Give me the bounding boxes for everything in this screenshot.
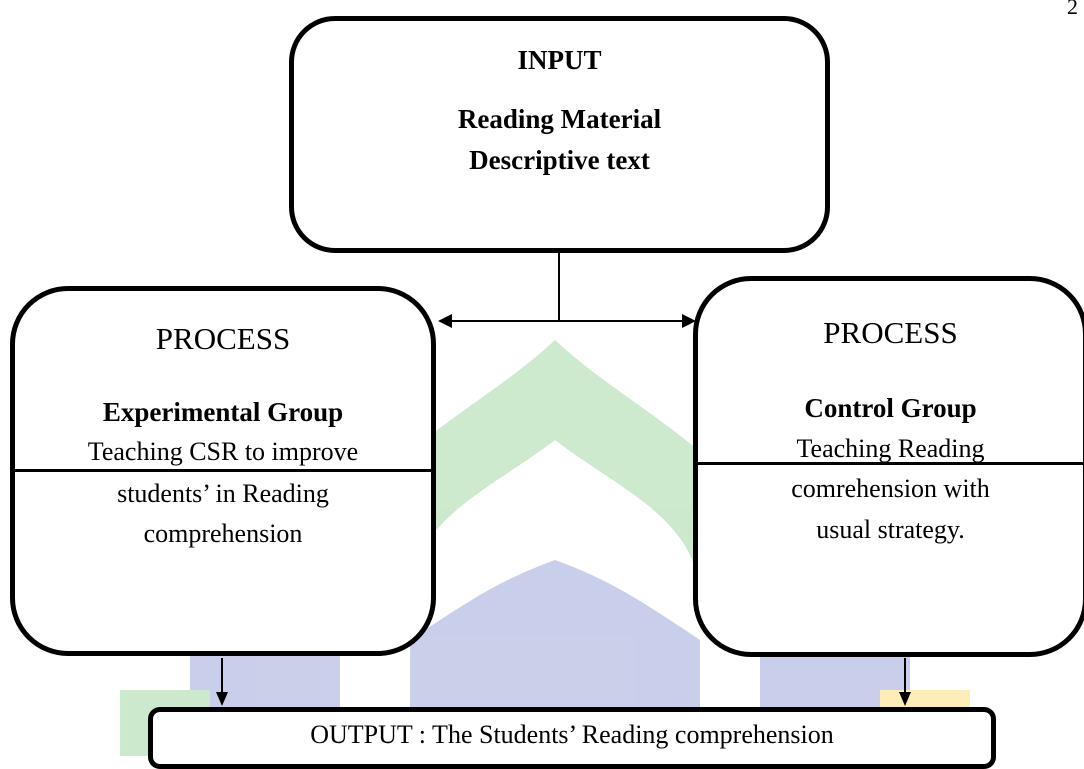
experimental-group-heading: Experimental Group <box>102 397 344 427</box>
arrowhead-down-right <box>899 692 911 706</box>
process-experimental-title: PROCESS <box>155 321 291 356</box>
control-desc-line-1: Teaching Reading <box>796 434 985 463</box>
arrowhead-down-left <box>216 692 228 706</box>
experimental-desc-line-1: Teaching CSR to improve <box>87 437 359 466</box>
output-box: OUTPUT : The Students’ Reading comprehen… <box>148 707 996 769</box>
output-label: OUTPUT : The Students’ Reading comprehen… <box>310 720 834 749</box>
control-group-heading: Control Group <box>804 393 977 423</box>
arrowhead-left <box>438 314 452 328</box>
experimental-divider-line <box>10 469 436 472</box>
experimental-desc-line-3: comprehension <box>143 519 303 548</box>
control-desc-line-3: usual strategy. <box>816 515 965 544</box>
page-number: 2 <box>1067 0 1078 19</box>
control-divider-line <box>693 462 1084 465</box>
input-line-1: Reading Material <box>457 104 662 134</box>
input-line-2: Descriptive text <box>469 145 650 175</box>
experimental-desc-line-2: students’ in Reading <box>117 479 329 508</box>
process-control-title: PROCESS <box>823 315 958 350</box>
control-desc-line-2: comrehension with <box>791 474 990 503</box>
process-control-box: PROCESS Control Group Teaching Reading c… <box>693 276 1084 657</box>
input-title: INPUT <box>517 45 602 75</box>
input-box: INPUT Reading Material Descriptive text <box>289 16 830 253</box>
